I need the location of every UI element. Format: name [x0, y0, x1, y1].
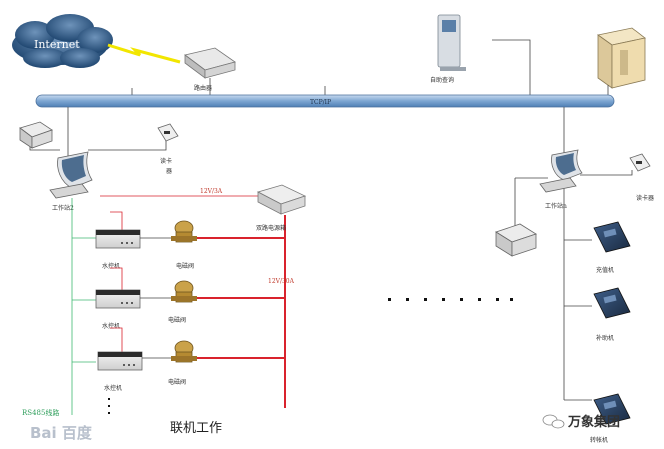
water-controller-icon [97, 351, 143, 371]
solenoid-valve-icon [171, 340, 197, 363]
water-controller-label: 水控机 [102, 262, 120, 270]
workstation-computer-icon [49, 151, 93, 199]
solenoid-valve-label: 电磁阀 [168, 378, 186, 386]
more-nodes-ellipsis [388, 298, 513, 301]
kiosk-label: 自助查询 [430, 76, 454, 84]
workstation-computer-icon [539, 149, 583, 193]
card-reader-n-label: 读卡器 [636, 194, 654, 202]
solenoid-valve-label: 电磁阀 [168, 316, 186, 324]
transfer-terminal-icon [593, 393, 631, 425]
subsidy-terminal-icon [593, 287, 631, 319]
dual-power-box-icon [256, 184, 307, 215]
dual-power-box-label: 双路电源箱 [256, 224, 286, 232]
workstation-2-label: 工作站2 [52, 204, 74, 212]
workstation-n-label: 工作站n [545, 202, 567, 210]
water-controller-label: 水控机 [102, 322, 120, 330]
wireless-link-icon [107, 43, 181, 64]
kiosk-icon [437, 14, 466, 71]
solenoid-valve-label: 电磁阀 [176, 262, 194, 270]
more-controllers-ellipsis [108, 398, 110, 414]
rs485-line-label: RS485线路 [22, 408, 59, 417]
backbone-label: TCP/IP [310, 99, 331, 106]
wanxiang-watermark: 万象集团 [567, 414, 620, 430]
internet-label: Internet [34, 38, 80, 51]
solenoid-valve-icon [171, 280, 197, 303]
recharge-terminal-label: 充值机 [596, 266, 614, 274]
card-reader-label-1: 读卡 [160, 157, 172, 165]
printer-icon [495, 223, 537, 257]
subsidy-terminal-label: 补助机 [596, 334, 614, 342]
water-controller-icon [95, 289, 141, 309]
recharge-terminal-icon [593, 221, 631, 253]
power-line-label: 12V/3A [200, 188, 223, 195]
water-controller-label: 水控机 [104, 384, 122, 392]
internet-cloud-icon [12, 14, 113, 68]
baidu-watermark: Bai 百度 [30, 424, 93, 442]
transfer-terminal-label: 转帐机 [590, 436, 608, 444]
card-reader-icon [157, 123, 179, 142]
printer-icon [19, 121, 53, 149]
tcp-ip-backbone [35, 94, 615, 108]
water-controller-icon [95, 229, 141, 249]
wechat-icon [542, 414, 565, 429]
power-line-2-label: 12V/30A [268, 278, 295, 285]
server-cabinet-icon [597, 27, 646, 89]
card-reader-label-2: 器 [166, 168, 172, 175]
router-icon [184, 47, 236, 79]
router-label: 路由器 [194, 84, 212, 92]
online-work-label: 联机工作 [170, 421, 222, 436]
card-reader-icon [629, 153, 651, 172]
solenoid-valve-icon [171, 220, 197, 243]
